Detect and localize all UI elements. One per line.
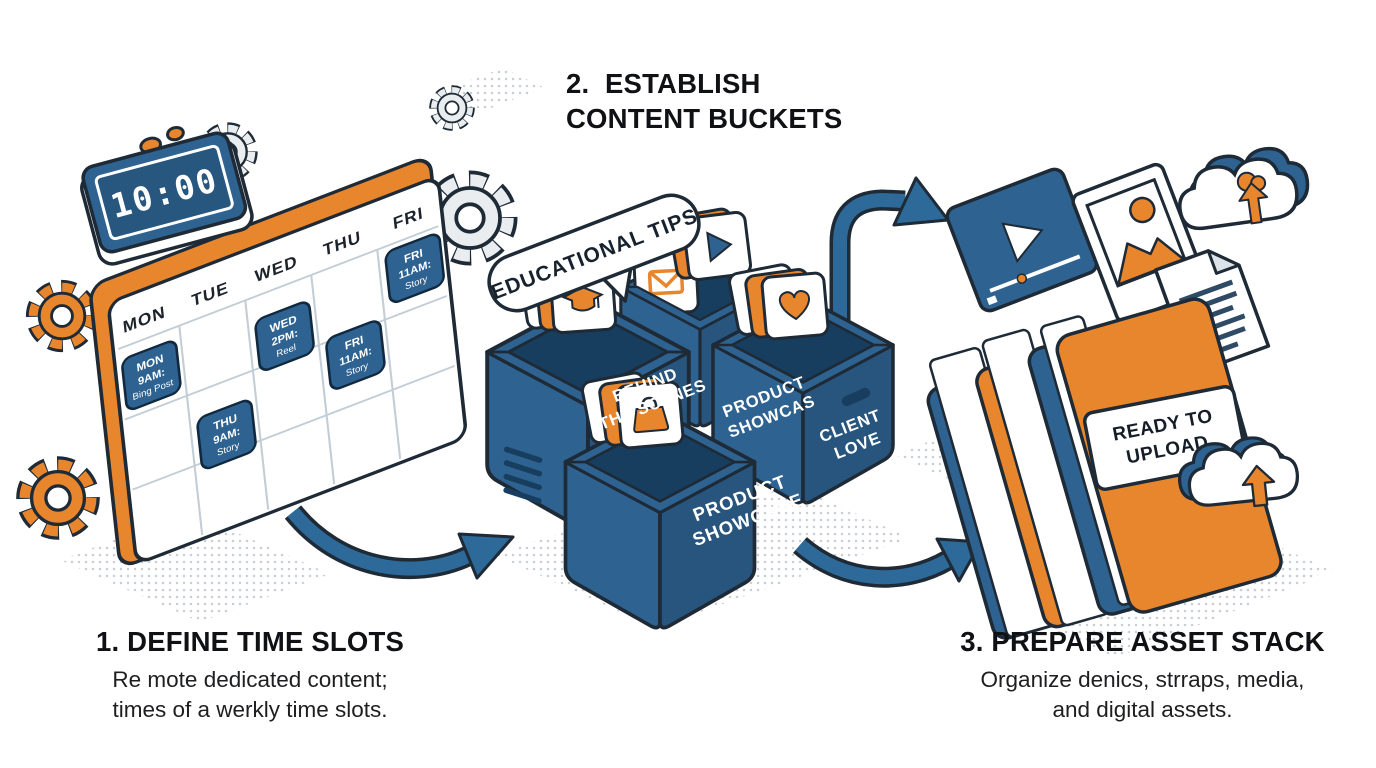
content-bucket-product-showcase bbox=[563, 369, 757, 630]
weekly-calendar: MON TUE WED THU FRI MON 9AM: Bing Post W… bbox=[89, 158, 467, 566]
heart-icon bbox=[778, 290, 810, 321]
step3-desc-line2: and digital assets. bbox=[1052, 697, 1233, 722]
clock-screen bbox=[94, 144, 234, 241]
step3-title: 3. PREPARE ASSET STACK bbox=[960, 626, 1325, 657]
cloud-upload-icon bbox=[1178, 146, 1310, 231]
step3-description: Organize denics, strraps, media, and dig… bbox=[945, 665, 1340, 725]
content-bucket-behind-the-scenes bbox=[485, 257, 691, 531]
video-player-icon bbox=[945, 167, 1099, 313]
step2-caption: 2. ESTABLISH CONTENT BUCKETS bbox=[566, 66, 896, 136]
gear-icon bbox=[34, 288, 91, 345]
client-love-cards bbox=[726, 261, 831, 342]
upload-arrow-icon bbox=[1236, 171, 1269, 225]
video-card bbox=[666, 206, 754, 283]
step1-description: Re mote dedicated content; times of a we… bbox=[70, 665, 430, 725]
arrow-buckets-to-assets bbox=[829, 176, 950, 360]
step2-title-line2: CONTENT BUCKETS bbox=[566, 103, 843, 134]
step1-title: 1. DEFINE TIME SLOTS bbox=[95, 626, 405, 657]
shopping-bag-icon bbox=[633, 396, 670, 434]
content-bucket-client-love bbox=[711, 261, 895, 505]
calendar-grid bbox=[118, 225, 455, 536]
clock-button bbox=[166, 125, 185, 142]
folder-stack: READY TO UPLOAD bbox=[926, 297, 1283, 640]
digital-clock: 10:00 bbox=[80, 125, 254, 266]
product-cards bbox=[579, 369, 686, 451]
event-card: FRI 11AM: Story bbox=[384, 233, 445, 304]
event-card: FRI 11AM: Story bbox=[325, 320, 386, 390]
arrow-calendar-to-buckets bbox=[284, 505, 515, 580]
play-icon bbox=[706, 231, 733, 263]
step3-desc-line1: Organize denics, strraps, media, bbox=[980, 667, 1305, 692]
sun-icon bbox=[1129, 196, 1156, 224]
event-card: THU 9AM: Story bbox=[196, 399, 257, 470]
step1-desc-line2: times of a werkly time slots. bbox=[112, 697, 388, 722]
bucket-vents bbox=[503, 446, 543, 504]
upload-arrow-icon bbox=[1241, 464, 1276, 508]
step3-caption: 3. PREPARE ASSET STACK Organize denics, … bbox=[945, 624, 1340, 725]
event-card: WED 2PM: Reel bbox=[254, 301, 315, 371]
gear-icon bbox=[25, 465, 91, 531]
step1-desc-line1: Re mote dedicated content; bbox=[112, 667, 388, 692]
step2-title-line1: 2. ESTABLISH bbox=[566, 68, 761, 99]
play-icon bbox=[1001, 222, 1044, 264]
bucket-handle bbox=[841, 387, 871, 407]
cloud-upload-icon bbox=[1177, 436, 1299, 508]
step1-caption: 1. DEFINE TIME SLOTS Re mote dedicated c… bbox=[70, 624, 430, 725]
envelope-card bbox=[631, 247, 701, 317]
envelope-icon bbox=[647, 268, 685, 296]
content-bucket-back bbox=[619, 206, 781, 428]
